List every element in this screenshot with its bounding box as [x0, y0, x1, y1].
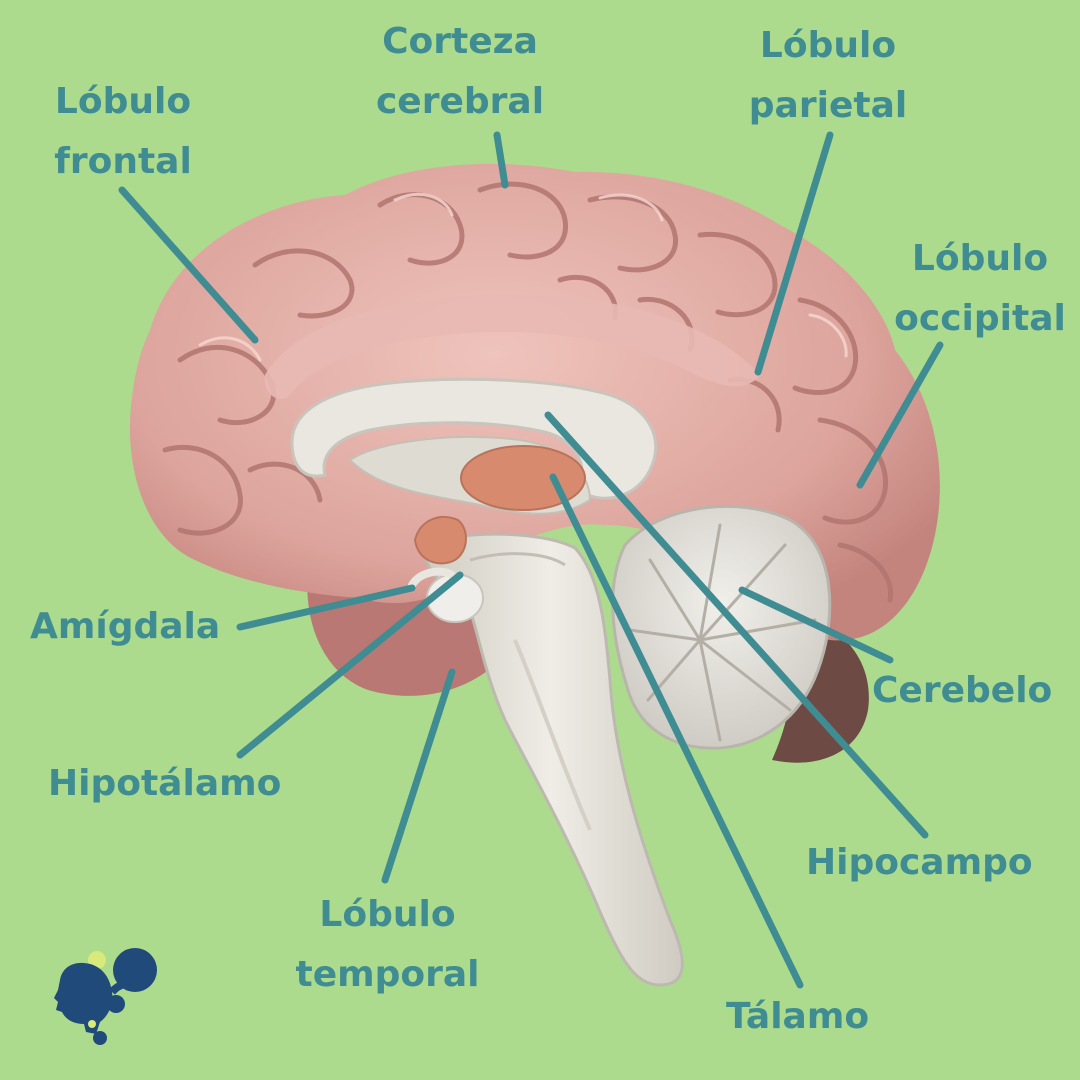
label-hipotalamo: Hipotálamo [48, 754, 281, 814]
label-corteza-cerebral: Corteza cerebral [360, 12, 560, 132]
label-lobulo-frontal-line1: Lóbulo [48, 72, 198, 132]
label-lobulo-temporal-line1: Lóbulo [290, 885, 485, 945]
head-logo-icon [54, 948, 157, 1045]
label-talamo: Tálamo [726, 987, 869, 1047]
label-cerebelo: Cerebelo [872, 661, 1052, 721]
leader-line-temporal [385, 672, 452, 880]
label-lobulo-temporal-line2: temporal [290, 945, 485, 1005]
label-hipocampo: Hipocampo [806, 833, 1033, 893]
label-lobulo-temporal: Lóbulo temporal [290, 885, 485, 1005]
label-lobulo-parietal: Lóbulo parietal [738, 16, 918, 136]
label-amigdala-text: Amígdala [30, 597, 220, 657]
label-hipotalamo-text: Hipotálamo [48, 754, 281, 814]
label-corteza-cerebral-line1: Corteza [360, 12, 560, 72]
label-corteza-cerebral-line2: cerebral [360, 72, 560, 132]
label-lobulo-parietal-line2: parietal [738, 76, 918, 136]
label-lobulo-frontal-line2: frontal [48, 132, 198, 192]
label-lobulo-frontal: Lóbulo frontal [48, 72, 198, 192]
label-cerebelo-text: Cerebelo [872, 661, 1052, 721]
label-lobulo-parietal-line1: Lóbulo [738, 16, 918, 76]
label-talamo-text: Tálamo [726, 987, 869, 1047]
label-lobulo-occipital-line1: Lóbulo [885, 229, 1075, 289]
label-lobulo-occipital-line2: occipital [885, 289, 1075, 349]
label-hipocampo-text: Hipocampo [806, 833, 1033, 893]
label-amigdala: Amígdala [30, 597, 220, 657]
label-lobulo-occipital: Lóbulo occipital [885, 229, 1075, 349]
